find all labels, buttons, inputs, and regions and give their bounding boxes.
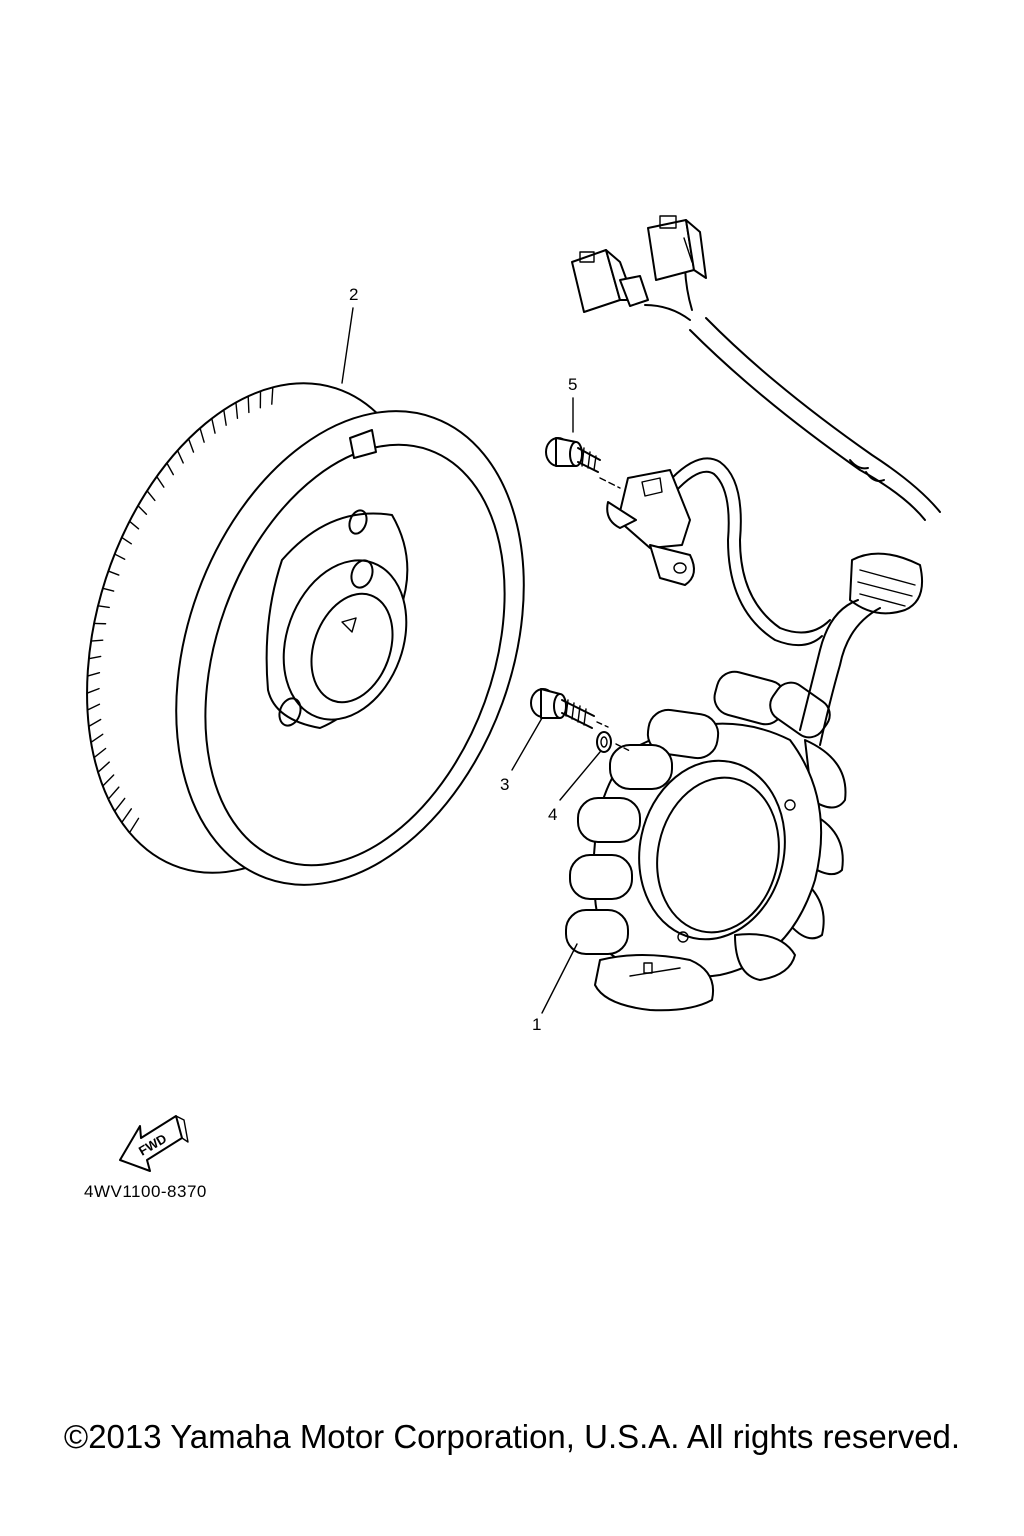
flywheel-tooth [107,570,120,576]
flywheel-tooth [90,639,104,642]
flywheel-tooth [97,761,110,773]
callout-2: 2 [349,285,358,304]
flywheel-tooth [86,703,101,711]
screw-part-3 [511,688,609,771]
flywheel-tooth [247,395,250,414]
flywheel-tooth [271,386,274,405]
flywheel-tooth [199,427,205,443]
flywheel-tooth [107,786,120,800]
copyright-notice: ©2013 Yamaha Motor Corporation, U.S.A. A… [63,1418,961,1455]
flywheel-tooth [121,536,133,545]
flywheel-teeth [86,386,274,834]
flywheel-tooth [86,687,100,694]
flywheel-tooth [146,490,156,502]
callout-1: 1 [532,1015,541,1034]
leader-line-4 [559,751,601,801]
washer-part-4 [559,731,633,801]
flywheel-rotor [86,307,525,886]
wire-harness [571,215,941,746]
flywheel-tooth [97,605,110,609]
flywheel-tooth [88,718,102,728]
flywheel-tooth [88,655,102,660]
flywheel-tooth [113,553,126,560]
flywheel-tooth [235,401,239,419]
leader-line-3 [511,717,543,771]
drawing-code: 4WV1100-8370 [84,1182,207,1201]
connector-b [647,215,707,281]
flywheel-tooth [223,409,227,426]
flywheel-tooth [137,505,148,515]
callout-4: 4 [548,805,557,824]
flywheel-tooth [114,797,126,812]
flywheel-tooth [121,808,133,824]
flywheel-tooth [102,774,115,787]
connector-a [571,249,649,313]
flywheel-tooth [86,671,101,677]
flywheel-tooth [102,587,115,592]
flywheel-tooth [166,462,175,476]
flywheel-tooth [128,817,140,834]
flywheel-tooth [128,520,140,530]
stator-assembly [541,670,847,1014]
flywheel-tooth [176,449,184,464]
pickup-coil [606,469,695,586]
fwd-arrow-icon: FWD [119,1115,189,1172]
flywheel-tooth [211,417,216,434]
flywheel-tooth [187,438,195,453]
callout-3: 3 [500,775,509,794]
flywheel-tooth [93,747,107,759]
flywheel-tooth [156,475,165,488]
flywheel-tooth [90,733,104,743]
screw-part-5 [545,397,621,489]
leader-line-2 [341,307,354,384]
callout-5: 5 [568,375,577,394]
leader-line-1 [541,943,578,1014]
